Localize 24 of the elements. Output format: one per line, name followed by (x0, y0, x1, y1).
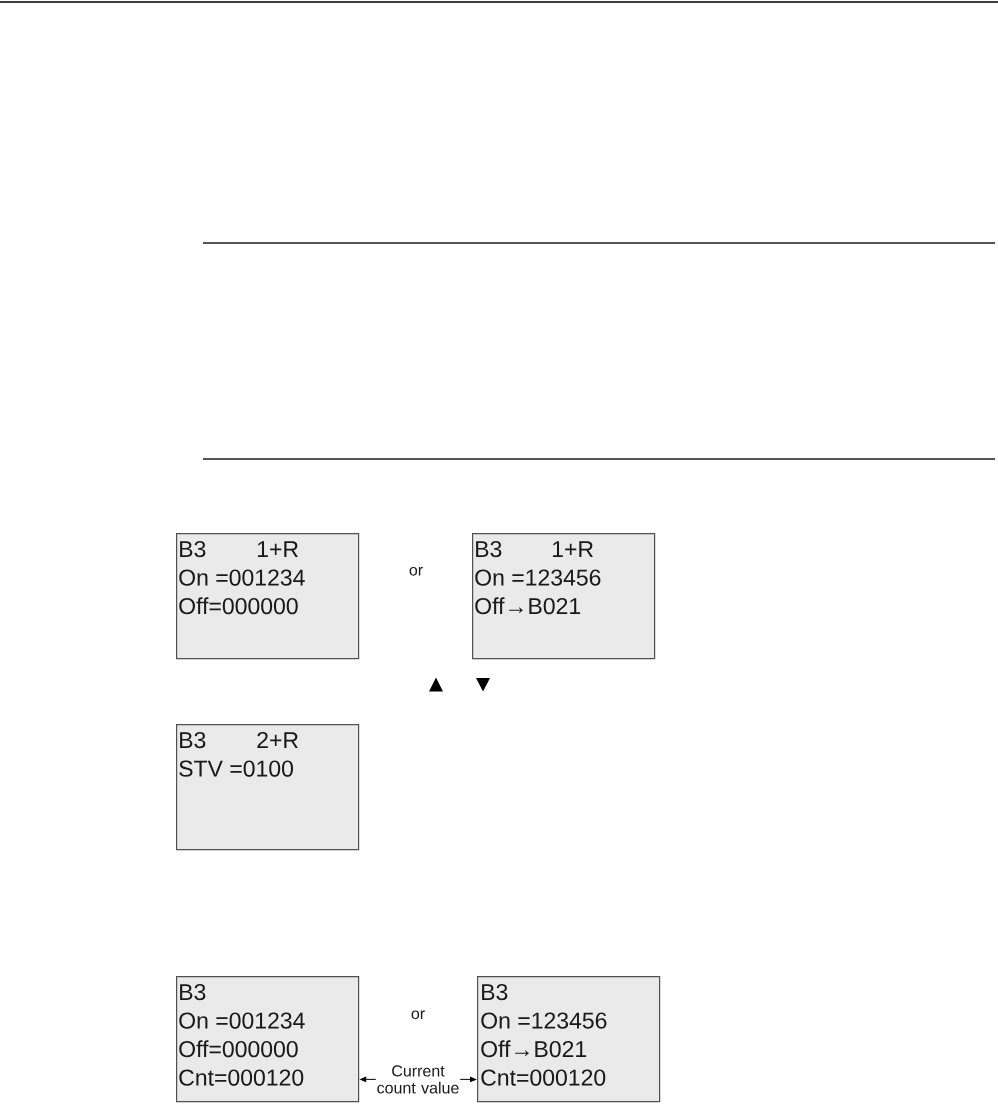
display-text: B3 (482, 983, 508, 1001)
display-text: 1+R (257, 541, 298, 557)
display-text: 1+R (552, 541, 593, 557)
display-text: Off→B021 (481, 1040, 587, 1058)
display-text: Cnt=000120 (179, 1069, 304, 1086)
display-text: On =001234 (179, 569, 305, 586)
display-text: B3 (180, 731, 206, 749)
display-text: On =001234 (179, 1012, 305, 1029)
display-text: 2+R (257, 731, 298, 748)
leader-arrow (459, 1076, 477, 1082)
display-text: Cnt=000120 (481, 1069, 606, 1086)
display-text: On =123456 (475, 569, 601, 586)
display-text: On =123456 (481, 1012, 607, 1029)
display-text: STV =0100 (179, 760, 293, 777)
display-text: B3 (180, 540, 206, 558)
text-label: or (409, 566, 423, 576)
display-text: B3 (476, 540, 502, 558)
text-label: or (411, 1010, 425, 1020)
callout-text: Current count value (377, 1065, 459, 1094)
display-text: Off→B021 (475, 597, 581, 615)
display-text: Off=000000 (179, 1040, 298, 1058)
display-text: Off=000000 (179, 597, 298, 615)
display-text: B3 (180, 983, 206, 1001)
leader-arrow (360, 1076, 377, 1082)
